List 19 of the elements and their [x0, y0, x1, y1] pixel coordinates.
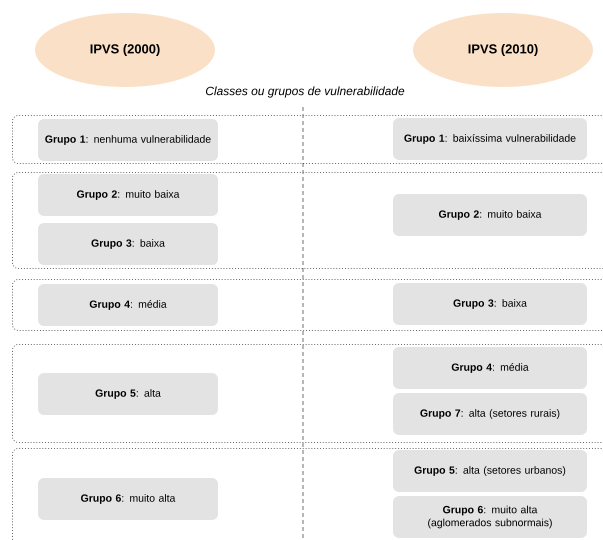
group-box: Grupo 2: muito baixa: [38, 174, 218, 216]
group-box: Grupo 7: alta (setores rurais): [393, 393, 587, 435]
group-box: Grupo 6: muito alta (aglomerados subnormais): [393, 496, 587, 538]
dotted-band: [12, 172, 603, 269]
group-box: Grupo 1: nenhuma vulnerabilidade: [38, 119, 218, 161]
group-box: Grupo 4: média: [393, 347, 587, 389]
group-box: Grupo 5: alta (setores urbanos): [393, 450, 587, 492]
dotted-band: [12, 279, 603, 331]
dotted-band: [12, 344, 603, 443]
heading-text: Classes ou grupos de vulnerabilidade: [206, 86, 404, 98]
group-box: Grupo 6: muito alta: [38, 478, 218, 520]
group-box: Grupo 5: alta: [38, 373, 218, 415]
group-box: Grupo 3: baixa: [38, 223, 218, 265]
group-box: Grupo 1: baixíssima vulnerabilidade: [393, 118, 587, 160]
group-box: Grupo 4: média: [38, 284, 218, 326]
group-box: Grupo 2: muito baixa: [393, 194, 587, 236]
dotted-band: [12, 115, 603, 164]
dotted-band: [12, 448, 603, 540]
group-box: Grupo 3: baixa: [393, 283, 587, 325]
